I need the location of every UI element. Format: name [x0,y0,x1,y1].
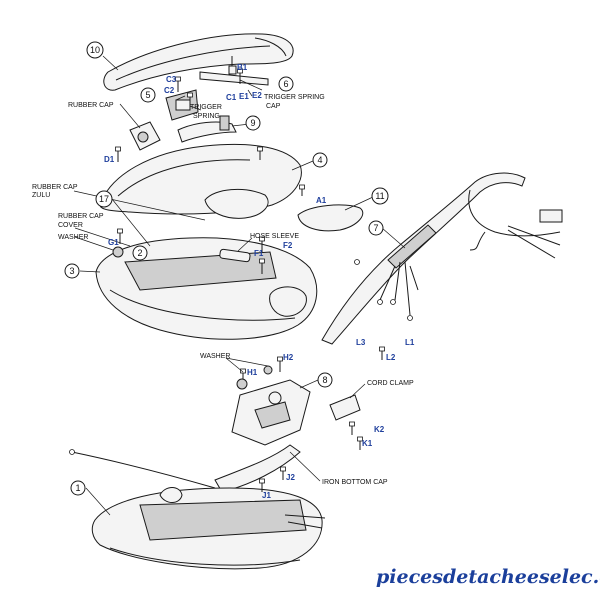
code-h2: H2 [283,353,294,362]
code-j1: J1 [262,491,271,500]
code-l3: L3 [356,338,366,347]
label-rubber-cap-cover-2: COVER [58,222,83,229]
code-b1: B1 [237,63,248,72]
part-number-5: 5 [140,87,156,103]
svg-text:3: 3 [69,266,74,276]
hose-sleeve-part [219,248,251,263]
code-j2: J2 [286,473,295,482]
svg-text:1: 1 [75,483,80,493]
code-f1: F1 [254,249,264,258]
code-f2: F2 [283,241,293,250]
svg-text:17: 17 [99,194,109,204]
svg-text:5: 5 [145,90,150,100]
cord-clamp-part [329,394,361,421]
rubber-cap-part [129,89,199,151]
code-l1: L1 [405,338,415,347]
label-washer: WASHER [58,234,88,241]
svg-text:2: 2 [137,248,142,258]
cover-part-11 [297,204,364,232]
part-number-17: 17 [95,190,113,208]
code-k2: K2 [374,425,385,434]
part-number-7: 7 [368,220,384,236]
label-washer-lower: WASHER [200,353,230,360]
code-g1: G1 [108,238,119,247]
screws [112,68,385,492]
code-c3: C3 [166,75,177,84]
trigger-part [177,115,237,143]
svg-text:11: 11 [375,191,384,201]
code-a1: A1 [316,196,327,205]
soleplate-part [91,487,326,570]
svg-text:7: 7 [373,223,378,233]
part-number-9: 9 [245,115,261,131]
part-number-8: 8 [317,372,333,388]
code-l2: L2 [386,353,396,362]
iron-bottom-cap-part [214,444,301,493]
code-c2: C2 [164,86,175,95]
part-number-11: 11 [371,187,389,205]
hose-cable-part [321,172,563,345]
label-trigger: TRIGGER [190,104,222,111]
code-h1: H1 [247,368,258,377]
trigger-spring-cap-part [199,56,269,86]
watermark-text: piecesdetacheeselec.com [376,566,600,588]
part-number-2: 2 [132,245,148,261]
part-number-4: 4 [312,152,328,168]
svg-text:6: 6 [283,79,288,89]
label-cord-clamp: CORD CLAMP [367,380,414,387]
washer-g1 [112,246,124,258]
handle-top-cover [103,33,294,91]
part-number-3: 3 [64,263,80,279]
label-rubber-cap: RUBBER CAP [68,102,114,109]
code-e1: E1 [239,92,249,101]
svg-text:4: 4 [317,155,322,165]
washer-h1 [236,378,248,390]
upper-shell-part [99,143,302,219]
label-iron-bottom-cap: IRON BOTTOM CAP [322,479,388,486]
part-number-1: 1 [70,480,86,496]
part-number-10: 10 [86,41,104,59]
bracket-part-8 [231,379,311,446]
label-spring: SPRING [193,113,220,120]
leader-lines [73,55,406,516]
label-trigger-spring-cap: CAP [266,103,281,110]
washer-h2 [263,365,273,375]
svg-text:10: 10 [90,45,100,55]
base-body-part [95,237,318,340]
code-e2: E2 [252,91,262,100]
code-c1: C1 [226,93,237,102]
code-k1: K1 [362,439,373,448]
label-rubber-cap-cover-1: RUBBER CAP [58,213,104,220]
label-trigger-spring: TRIGGER SPRING [264,94,325,101]
part-number-6: 6 [278,76,294,92]
svg-text:9: 9 [250,118,255,128]
label-rubber-cap-zulu-1: RUBBER CAP [32,184,78,191]
label-rubber-cap-zulu-2: ZULU [32,192,50,199]
wire-part [69,449,216,489]
code-d1: D1 [104,155,115,164]
svg-text:8: 8 [322,375,327,385]
label-hose-sleeve: HOSE SLEEVE [250,233,299,240]
